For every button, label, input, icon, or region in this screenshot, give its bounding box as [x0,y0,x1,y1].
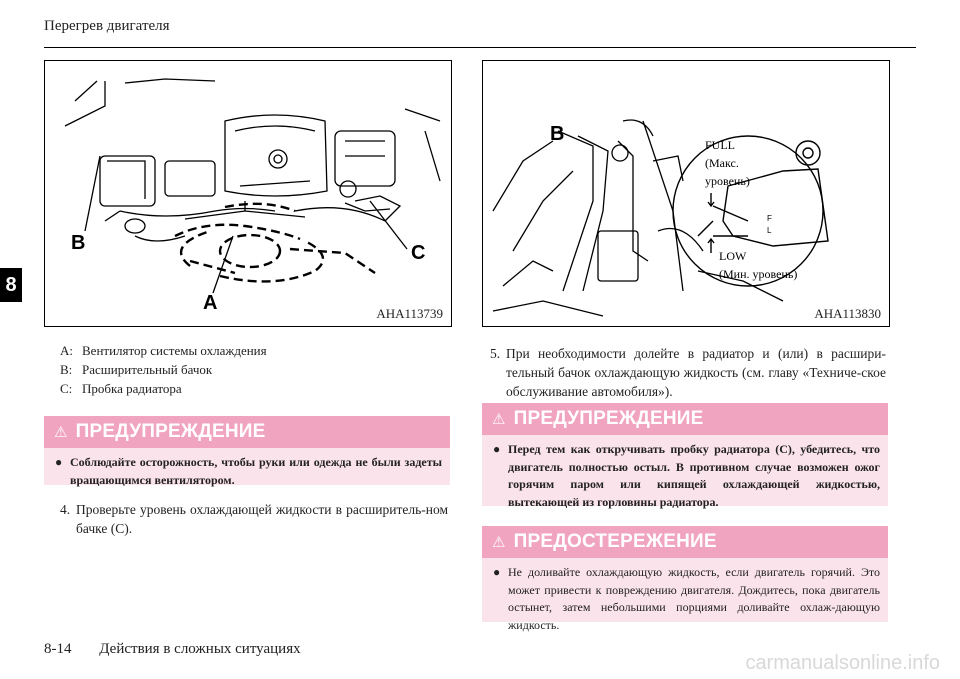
legend-text: Вентилятор системы охлаждения [82,343,267,358]
reservoir-figure: F L B FULL (Макс. уровень) LOW (Мин. уро… [482,60,890,327]
watermark: carmanualsonline.info [745,652,940,674]
figure-legend: A: Вентилятор системы охлаждения B: Расшир… [60,341,440,398]
warning-triangle-icon: ⚠ [54,424,68,441]
warning-header: ⚠ ПРЕДУПРЕЖДЕНИЕ [482,403,888,435]
caution-title: ПРЕДОСТЕРЕЖЕНИЕ [513,531,717,552]
page-footer: 8-14 Действия в сложных ситуациях [44,641,301,658]
legend-row: A: Вентилятор системы охлаждения [60,341,440,360]
warning-text: Соблюдайте осторожность, чтобы руки или … [70,455,442,487]
bullet-icon: ● [493,442,501,456]
full-label: FULL [705,138,735,152]
warning-text: Перед тем как откручивать пробку радиато… [508,442,880,509]
legend-key: C: [60,381,73,396]
engine-bay-illustration: B A C [64,78,441,314]
warning-body: ● Соблюдайте осторожность, чтобы руки ил… [44,448,450,495]
warning-title: ПРЕДУПРЕЖДЕНИЕ [513,408,704,429]
page-number: 8-14 [44,641,72,657]
low-label: LOW [719,249,747,263]
warning-box-left: ⚠ ПРЕДУПРЕЖДЕНИЕ ● Соблюдайте осторожнос… [44,416,450,487]
legend-row: B: Расширительный бачок [60,360,440,379]
legend-key: A: [60,343,73,358]
figure-code-right: AHA113830 [812,306,883,322]
step-5: 5. При необходимости долейте в радиатор … [490,344,886,401]
bullet-icon: ● [55,455,63,469]
legend-row: C: Пробка радиатора [60,379,440,398]
label-b-right: B [550,123,564,145]
caution-triangle-icon: ⚠ [492,534,506,551]
figure-code-left: AHA113739 [374,306,445,322]
warning-title: ПРЕДУПРЕЖДЕНИЕ [75,421,266,442]
warning-triangle-icon: ⚠ [492,411,506,428]
step-text: При необходимости долейте в радиатор и (… [506,346,886,399]
legend-key: B: [60,362,73,377]
header-rule [44,47,916,48]
page-header-title: Перегрев двигателя [44,18,170,34]
bullet-icon: ● [493,565,501,579]
label-c: C [411,242,425,264]
step-4: 4. Проверьте уровень охлаждающей жидкост… [60,500,448,538]
caution-text: Не доливайте охлаждающую жидкость, если … [508,565,880,632]
full-sub2: уровень) [705,174,750,188]
caution-header: ⚠ ПРЕДОСТЕРЕЖЕНИЕ [482,526,888,558]
step-number: 4. [60,502,71,517]
legend-text: Пробка радиатора [82,381,182,396]
warning-box-right: ⚠ ПРЕДУПРЕЖДЕНИЕ ● Перед тем как откручи… [482,403,888,509]
step-text: Проверьте уровень охлаждающей жидкости в… [76,502,448,536]
caution-box-right: ⚠ ПРЕДОСТЕРЕЖЕНИЕ ● Не доливайте охлажда… [482,526,888,632]
section-title: Действия в сложных ситуациях [99,641,301,657]
f-mark: F [767,214,772,223]
full-sub1: (Макс. [705,156,739,170]
label-b: B [71,232,85,254]
step-number: 5. [490,346,501,361]
l-mark: L [767,226,772,235]
legend-text: Расширительный бачок [82,362,213,377]
warning-body: ● Перед тем как откручивать пробку радиа… [482,435,888,517]
label-a: A [203,292,217,314]
warning-header: ⚠ ПРЕДУПРЕЖДЕНИЕ [44,416,450,448]
engine-bay-figure: B A C AHA113739 [44,60,452,327]
chapter-tab: 8 [0,268,22,302]
caution-body: ● Не доливайте охлаждающую жидкость, есл… [482,558,888,640]
low-sub: (Мин. уровень) [719,267,797,281]
reservoir-illustration: F L B FULL (Макс. уровень) LOW (Мин. уро… [492,119,829,317]
